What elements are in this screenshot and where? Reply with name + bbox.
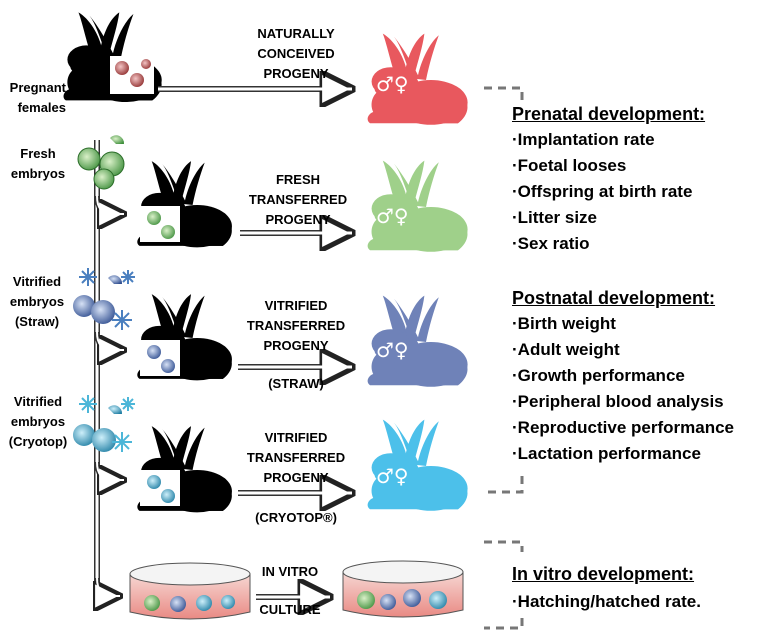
branch-arrows [97, 195, 124, 596]
fresh-embryos-label: Fresh embryos [6, 144, 70, 184]
list-item: ·Peripheral blood analysis [512, 392, 724, 411]
horizontal-arrows [158, 89, 352, 597]
cryotop-embryos-icon [73, 405, 123, 452]
label-line: Vitrified [13, 394, 63, 409]
label-line: (Straw) [14, 314, 60, 329]
invitro-title: In vitro development: [512, 564, 695, 584]
fresh-embryos-icon [77, 135, 125, 190]
label-line: NATURALLY [257, 26, 335, 41]
cryotop-method-label: (CRYOTOP®) [255, 510, 337, 525]
sex-symbol: ♂♀ [376, 338, 409, 362]
label-line: embryos [9, 294, 65, 309]
label-line: CONCEIVED [257, 46, 335, 61]
cryotop-progeny-label: VITRIFIED TRANSFERRED PROGENY [238, 428, 354, 488]
list-item: ·Adult weight [512, 340, 620, 359]
list-item: ·Offspring at birth rate [512, 182, 693, 201]
label-line: Fresh [20, 146, 56, 161]
label-line: PROGENY [263, 470, 329, 485]
snowflake-icon-2 [79, 395, 135, 452]
list-item: ·Hatching/hatched rate. [512, 592, 701, 611]
label-line: PROGENY [263, 338, 329, 353]
label-line: FRESH [275, 172, 321, 187]
list-item: ·Foetal looses [512, 156, 627, 175]
in-vitro-label: IN VITRO [261, 564, 319, 579]
label-line: embryos [10, 414, 66, 429]
fresh-progeny-label: FRESH TRANSFERRED PROGENY [240, 170, 356, 230]
fresh-recipient-rabbit [137, 161, 232, 248]
list-item: ·Litter size [512, 208, 598, 227]
dashed-brackets [484, 86, 524, 630]
label-line: (Cryotop) [8, 434, 68, 449]
label-line: TRANSFERRED [246, 318, 346, 333]
snowflake-icon [79, 268, 135, 330]
list-item: ·Reproductive performance [512, 418, 734, 437]
label-line: embryos [10, 166, 66, 181]
label-line: females [17, 100, 66, 115]
label-line: VITRIFIED [264, 298, 328, 313]
natural-progeny-label: NATURALLY CONCEIVED PROGENY [236, 24, 356, 84]
sex-symbol: ♂♀ [376, 204, 409, 228]
pregnant-female-rabbit [63, 12, 162, 102]
label-line: TRANSFERRED [246, 450, 346, 465]
pregnant-females-label: Pregnant females [2, 78, 66, 118]
straw-progeny-label: VITRIFIED TRANSFERRED PROGENY [238, 296, 354, 356]
list-item: ·Lactation performance [512, 444, 701, 463]
label-line: TRANSFERRED [248, 192, 348, 207]
cryotop-recipient-rabbit [137, 426, 232, 513]
sex-symbol: ♂♀ [376, 72, 409, 96]
label-line: Pregnant [9, 80, 66, 95]
label-line: PROGENY [263, 66, 329, 81]
label-line: VITRIFIED [264, 430, 328, 445]
label-line: PROGENY [265, 212, 331, 227]
straw-method-label: (STRAW) [268, 376, 324, 391]
straw-embryos-icon [73, 275, 123, 324]
culture-dish-left [129, 562, 251, 620]
list-item: ·Birth weight [512, 314, 616, 333]
postnatal-title: Postnatal development: [512, 288, 716, 308]
culture-dish-right [342, 560, 464, 618]
culture-label: CULTURE [259, 602, 321, 617]
vitrified-cryotop-label: Vitrified embryos (Cryotop) [2, 392, 74, 452]
list-item: ·Growth performance [512, 366, 685, 385]
list-item: ·Implantation rate [512, 130, 655, 149]
prenatal-title: Prenatal development: [512, 104, 706, 124]
straw-recipient-rabbit [137, 294, 232, 381]
label-line: Vitrified [12, 274, 62, 289]
sex-symbol: ♂♀ [376, 464, 409, 488]
list-item: ·Sex ratio [512, 234, 590, 253]
vitrified-straw-label: Vitrified embryos (Straw) [2, 272, 72, 332]
